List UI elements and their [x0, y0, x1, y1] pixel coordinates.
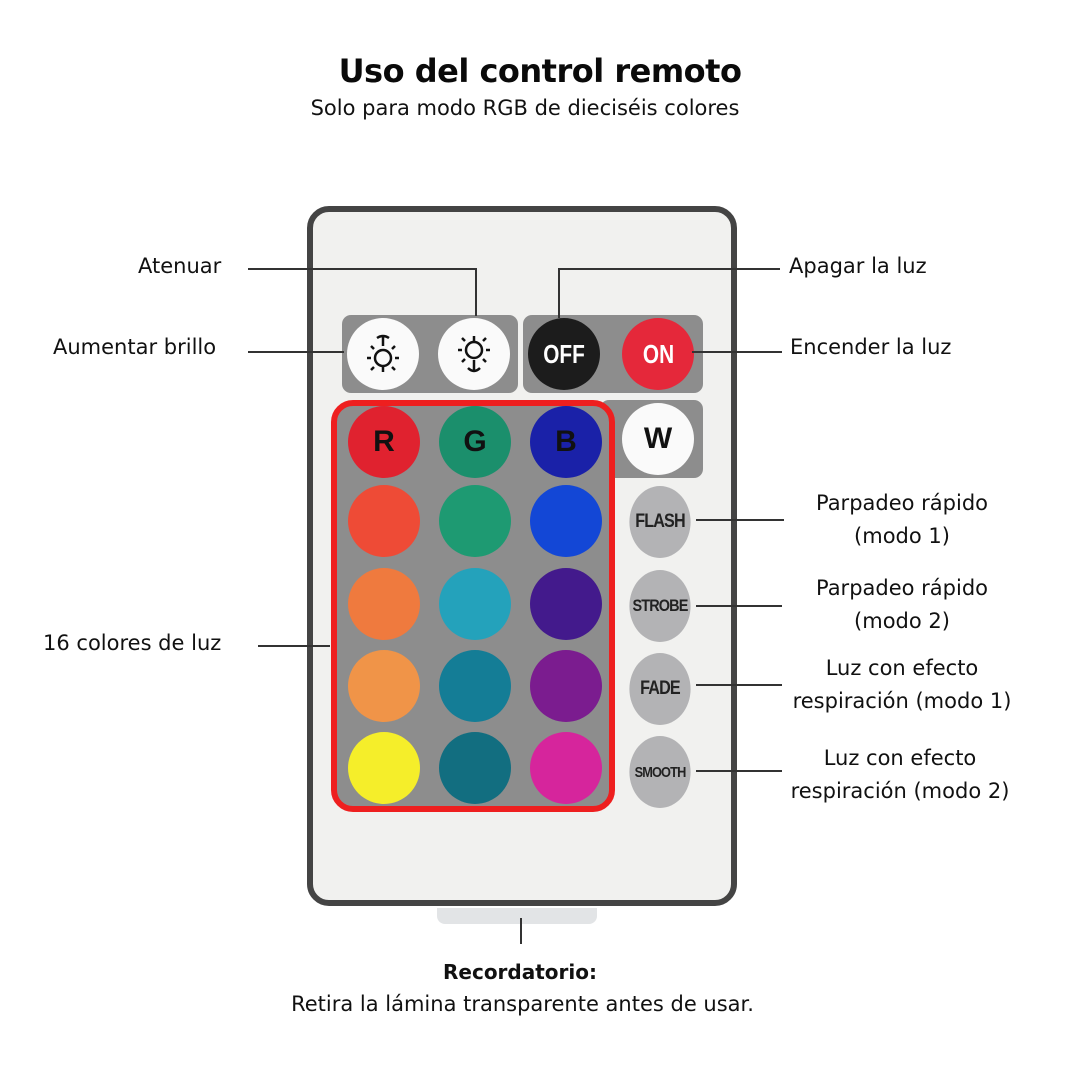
off-label: OFF: [543, 338, 585, 369]
color-button[interactable]: [348, 650, 420, 722]
protective-film-tab: [437, 908, 597, 924]
callout-line-atenuar-h: [248, 268, 476, 270]
color-button[interactable]: [530, 650, 602, 722]
fade-label: FADE: [640, 678, 681, 699]
label-atenuar: Atenuar: [138, 254, 222, 278]
label-aumentar-brillo: Aumentar brillo: [53, 335, 217, 359]
label-strobe: Parpadeo rápido (modo 2): [782, 572, 1022, 638]
strobe-button[interactable]: STROBE: [629, 570, 691, 642]
label-strobe-line1: Parpadeo rápido: [815, 576, 989, 600]
on-button[interactable]: ON: [622, 318, 694, 390]
color-button[interactable]: [348, 485, 420, 557]
smooth-button[interactable]: SMOOTH: [629, 736, 691, 808]
callout-line-smooth: [696, 770, 782, 772]
sun-arrow-down-icon: [458, 336, 490, 373]
color-button[interactable]: [530, 485, 602, 557]
label-fade-line1: Luz con efecto: [825, 656, 979, 680]
page-title: Uso del control remoto: [338, 52, 742, 90]
color-button-label: R: [373, 425, 395, 458]
callout-line-fade: [696, 684, 782, 686]
color-button[interactable]: [530, 732, 602, 804]
reminder-text: Retira la lámina transparente antes de u…: [291, 992, 754, 1016]
color-button[interactable]: [348, 732, 420, 804]
color-button[interactable]: [348, 568, 420, 640]
callout-line-apagar-h: [558, 268, 780, 270]
callout-line-film: [520, 918, 522, 944]
callout-line-flash: [696, 519, 784, 521]
color-button[interactable]: R: [348, 406, 420, 478]
flash-button[interactable]: FLASH: [629, 486, 691, 558]
on-label: ON: [642, 338, 674, 369]
label-fade: Luz con efecto respiración (modo 1): [772, 652, 1032, 718]
label-smooth-line2: respiración (modo 2): [790, 779, 1010, 803]
callout-line-aumentar: [248, 351, 344, 353]
callout-line-strobe: [696, 605, 782, 607]
flash-label: FLASH: [635, 511, 685, 532]
label-colores: 16 colores de luz: [43, 631, 222, 655]
callout-line-apagar-v: [558, 268, 560, 318]
label-flash: Parpadeo rápido (modo 1): [782, 487, 1022, 553]
color-button[interactable]: B: [530, 406, 602, 478]
color-button[interactable]: G: [439, 406, 511, 478]
reminder-title: Recordatorio:: [443, 960, 597, 984]
color-button-label: B: [555, 425, 577, 458]
callout-line-encender: [692, 351, 782, 353]
label-strobe-line2: (modo 2): [854, 609, 950, 633]
strobe-label: STROBE: [632, 596, 688, 615]
brightness-up-button[interactable]: [347, 318, 419, 390]
page-subtitle: Solo para modo RGB de dieciséis colores: [310, 96, 740, 120]
callout-line-atenuar-v: [475, 268, 477, 316]
brightness-down-button[interactable]: [438, 318, 510, 390]
smooth-label: SMOOTH: [634, 763, 687, 781]
fade-button[interactable]: FADE: [629, 653, 691, 725]
label-flash-line2: (modo 1): [854, 524, 950, 548]
color-button[interactable]: [530, 568, 602, 640]
label-fade-line2: respiración (modo 1): [792, 689, 1012, 713]
color-button[interactable]: [439, 650, 511, 722]
label-smooth: Luz con efecto respiración (modo 2): [770, 742, 1030, 808]
color-button-label: G: [463, 425, 487, 458]
color-button[interactable]: [439, 485, 511, 557]
callout-line-colores: [258, 645, 330, 647]
label-encender: Encender la luz: [790, 335, 952, 359]
label-apagar: Apagar la luz: [789, 254, 927, 278]
color-button[interactable]: [439, 732, 511, 804]
label-flash-line1: Parpadeo rápido: [815, 491, 989, 515]
off-button[interactable]: OFF: [528, 318, 600, 390]
white-label: W: [643, 422, 673, 455]
white-button[interactable]: W: [622, 403, 694, 475]
sun-arrow-up-icon: [367, 334, 399, 372]
color-button[interactable]: [439, 568, 511, 640]
label-smooth-line1: Luz con efecto: [823, 746, 977, 770]
